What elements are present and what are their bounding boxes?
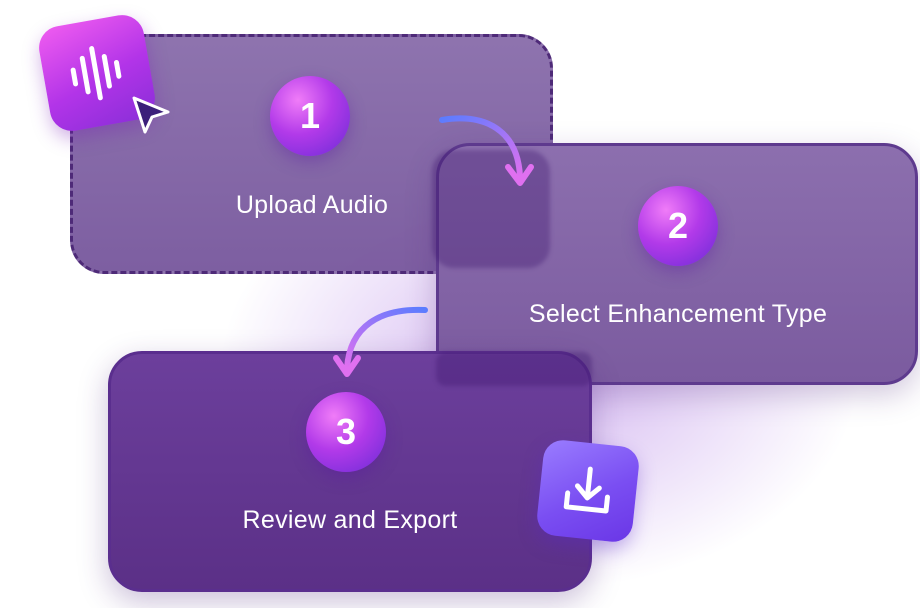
step-label: Upload Audio	[235, 191, 389, 219]
curved-arrow-icon	[439, 115, 534, 186]
step-number: 3	[335, 411, 357, 452]
step-number-badge: 2	[638, 186, 718, 266]
cursor-pointer-icon	[132, 96, 170, 134]
audio-upload-tile	[35, 11, 159, 135]
curved-arrow-icon	[333, 306, 428, 377]
step-number-badge: 1	[270, 76, 350, 156]
download-icon	[563, 466, 610, 514]
audio-wave-icon	[70, 46, 122, 101]
step-label: Review and Export	[242, 506, 458, 534]
step-number-badge: 3	[306, 392, 386, 472]
step-number: 1	[299, 95, 321, 136]
overlap-shadow	[436, 352, 592, 386]
step-number: 2	[667, 205, 689, 246]
step-label: Select Enhancement Type	[528, 300, 828, 328]
download-tile	[535, 438, 641, 544]
